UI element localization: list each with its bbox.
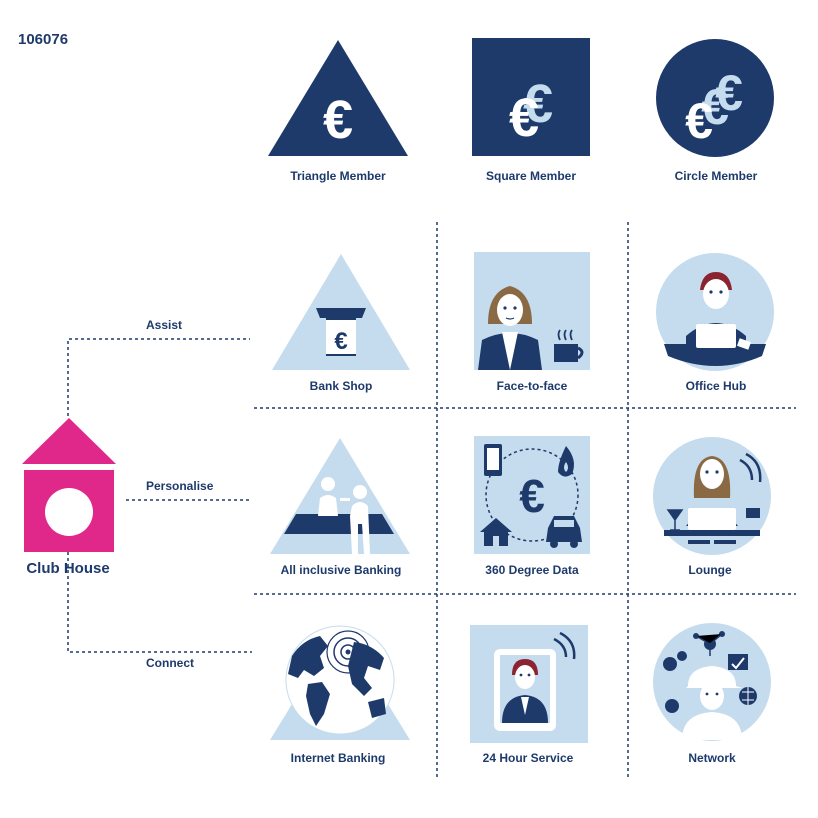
counter-service-icon bbox=[270, 438, 410, 554]
office-hub-label: Office Hub bbox=[685, 379, 747, 393]
square-member-label: Square Member bbox=[485, 169, 577, 183]
circle-member-label: Circle Member bbox=[674, 169, 758, 183]
assist-label: Assist bbox=[146, 318, 183, 332]
network-icon bbox=[653, 623, 771, 741]
360-degree-data-label: 360 Degree Data bbox=[485, 563, 579, 577]
advisor-coffee-icon bbox=[474, 252, 590, 370]
euro-triangle-icon: € bbox=[268, 40, 408, 156]
bank-shop-label: Bank Shop bbox=[309, 379, 373, 393]
euro-square-icon: € € bbox=[472, 38, 590, 156]
lounge-icon bbox=[653, 437, 771, 555]
atm-icon: € bbox=[272, 254, 410, 370]
assist-connector bbox=[67, 338, 250, 416]
data-cycle-icon: € bbox=[474, 436, 590, 554]
svg-text:€: € bbox=[323, 90, 353, 150]
all-inclusive-banking-label: All inclusive Banking bbox=[280, 563, 402, 577]
svg-text:€: € bbox=[715, 65, 743, 121]
tablet-agent-icon bbox=[470, 625, 588, 743]
club-house-label: Club House bbox=[26, 560, 110, 577]
laptop-worker-icon bbox=[656, 253, 774, 371]
connect-connector bbox=[67, 552, 252, 653]
network-label: Network bbox=[688, 751, 736, 765]
euro-circle-icon: € € € bbox=[656, 39, 774, 157]
svg-text:€: € bbox=[523, 74, 553, 134]
connect-label: Connect bbox=[146, 656, 194, 670]
svg-text:€: € bbox=[685, 93, 713, 149]
club-house-icon bbox=[22, 418, 116, 552]
svg-text:€: € bbox=[701, 79, 729, 135]
svg-text:€: € bbox=[509, 88, 539, 148]
personalise-label: Personalise bbox=[146, 479, 214, 493]
face-to-face-label: Face-to-face bbox=[496, 379, 568, 393]
lounge-label: Lounge bbox=[688, 563, 732, 577]
internet-banking-label: Internet Banking bbox=[290, 751, 386, 765]
triangle-member-label: Triangle Member bbox=[290, 169, 386, 183]
24-hour-service-label: 24 Hour Service bbox=[482, 751, 574, 765]
image-id-label: 106076 bbox=[18, 31, 69, 48]
svg-text:€: € bbox=[519, 470, 545, 522]
svg-text:€: € bbox=[334, 328, 347, 355]
globe-signal-icon bbox=[270, 625, 410, 740]
